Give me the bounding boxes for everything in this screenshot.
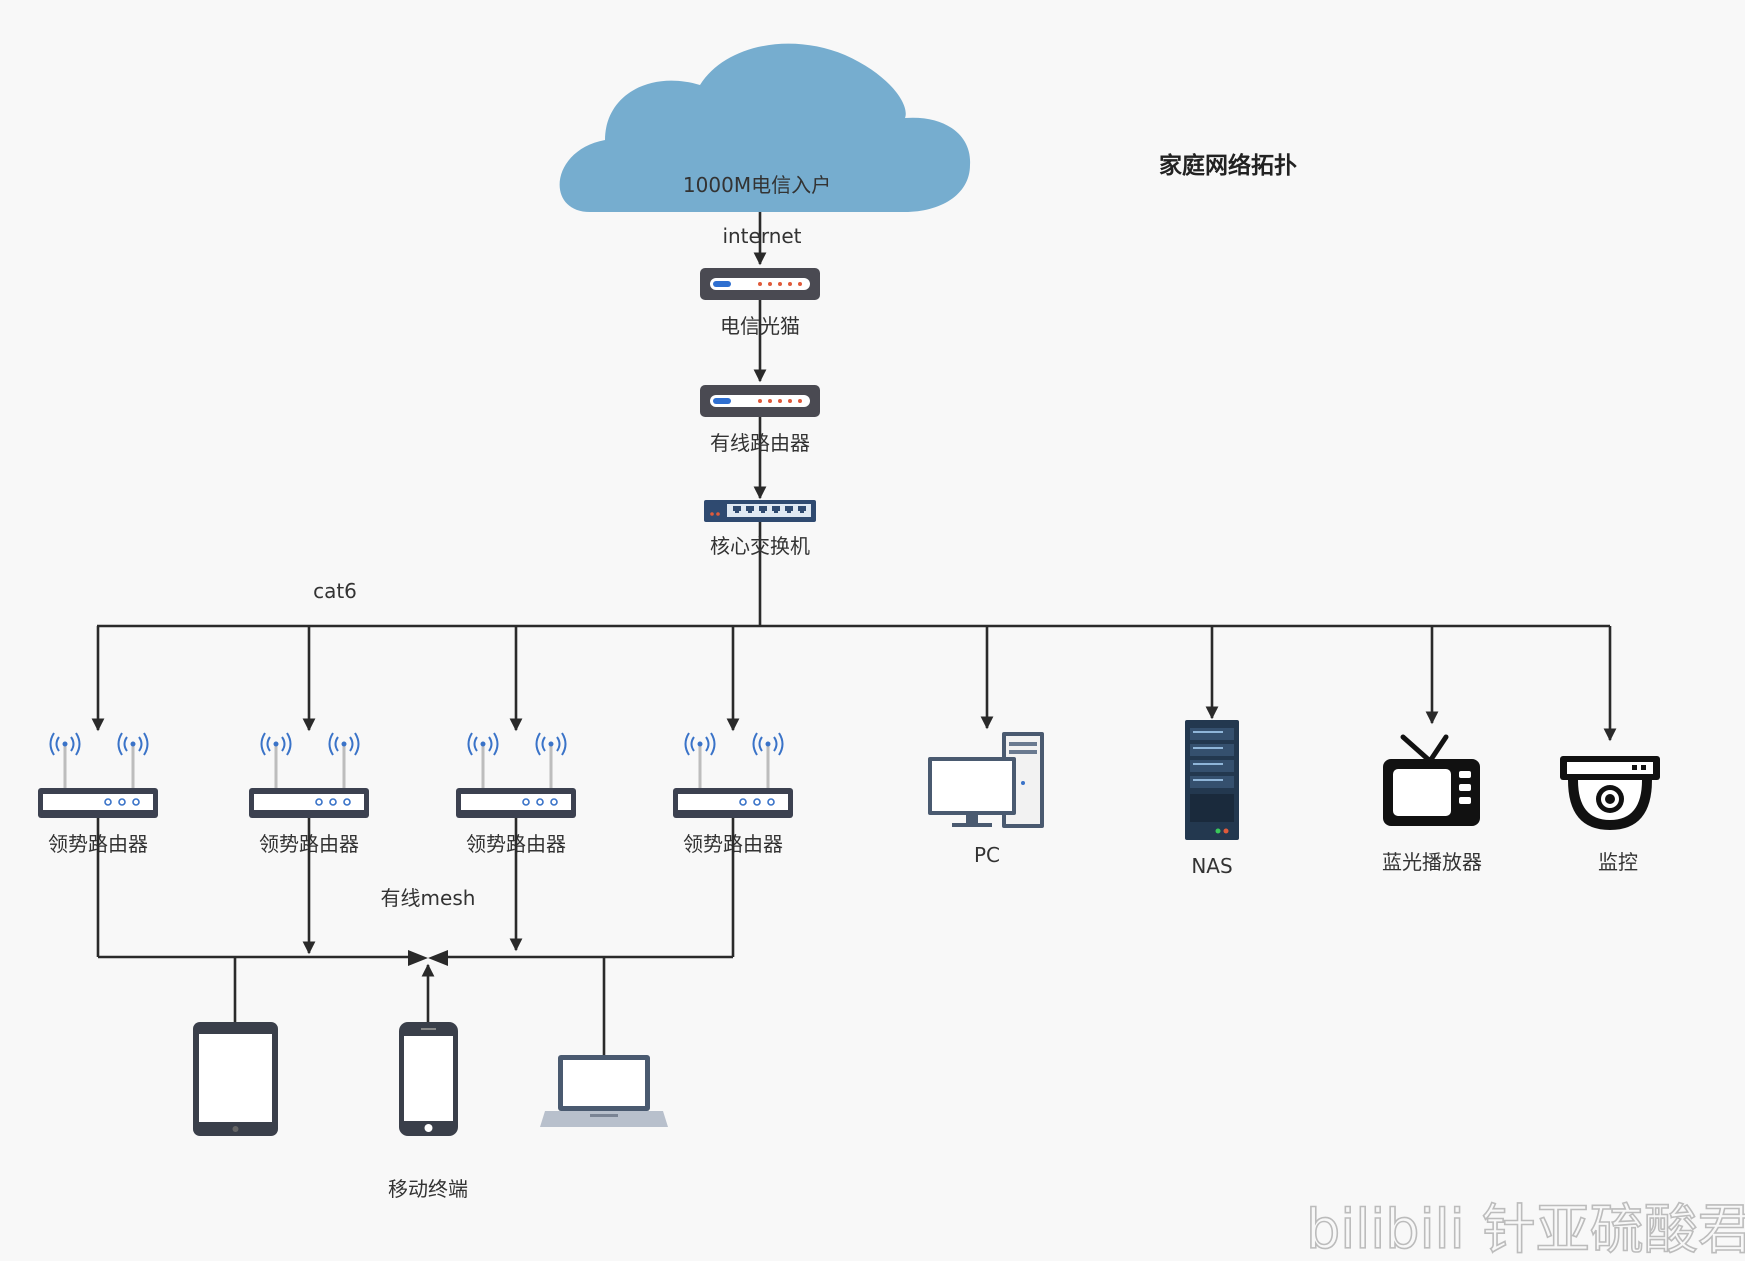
modem-icon — [700, 268, 820, 300]
mobile-terminals-label: 移动终端 — [388, 1177, 468, 1201]
mesh-label: 有线mesh — [381, 886, 476, 910]
watermark: bilibili 针亚硫酸君 — [1306, 1198, 1745, 1261]
nas-node: NAS — [1185, 720, 1239, 878]
cat6-label: cat6 — [313, 579, 357, 603]
wireless-router-icon — [38, 732, 158, 818]
mobile-terminals: 移动终端 — [193, 1022, 668, 1201]
switch-icon — [704, 500, 816, 522]
internet-label: internet — [722, 224, 801, 248]
phone-icon — [399, 1022, 458, 1136]
core-switch-node: 核心交换机 — [704, 500, 816, 558]
pc-icon — [928, 732, 1044, 828]
nas-label: NAS — [1191, 854, 1232, 878]
modem-label: 电信光猫 — [720, 314, 800, 338]
wired-router-node: 有线路由器 — [700, 385, 820, 455]
bluray-player-node: 蓝光播放器 — [1382, 734, 1482, 874]
distribution-wires — [91, 624, 1617, 742]
pc-node: PC — [928, 732, 1044, 867]
wireless-router-icon — [673, 732, 793, 818]
cloud-label: 1000M电信入户 — [683, 173, 831, 197]
nas-icon — [1185, 720, 1239, 840]
mesh-arrow-right — [408, 950, 428, 966]
diagram-title: 家庭网络拓扑 — [1159, 152, 1297, 179]
bluray-player-label: 蓝光播放器 — [1382, 850, 1482, 874]
core-switch-label: 核心交换机 — [710, 534, 810, 558]
internet-cloud: 1000M电信入户 — [559, 43, 971, 213]
cloud-icon — [559, 43, 971, 213]
wireless-router-icon — [456, 732, 576, 818]
laptop-icon — [540, 1055, 668, 1127]
wired-router-label: 有线路由器 — [710, 431, 810, 455]
mesh-router-3: 领势路由器 — [456, 732, 576, 856]
router-icon — [700, 385, 820, 417]
camera-node: 监控 — [1560, 756, 1660, 874]
wireless-router-icon — [249, 732, 369, 818]
mesh-wires — [96, 818, 735, 1055]
modem-node: 电信光猫 — [700, 268, 820, 338]
tv-icon — [1383, 734, 1480, 826]
camera-icon — [1560, 756, 1660, 830]
mesh-arrow-left — [428, 950, 448, 966]
tablet-icon — [193, 1022, 278, 1136]
camera-label: 监控 — [1598, 850, 1638, 874]
pc-label: PC — [974, 843, 1000, 867]
